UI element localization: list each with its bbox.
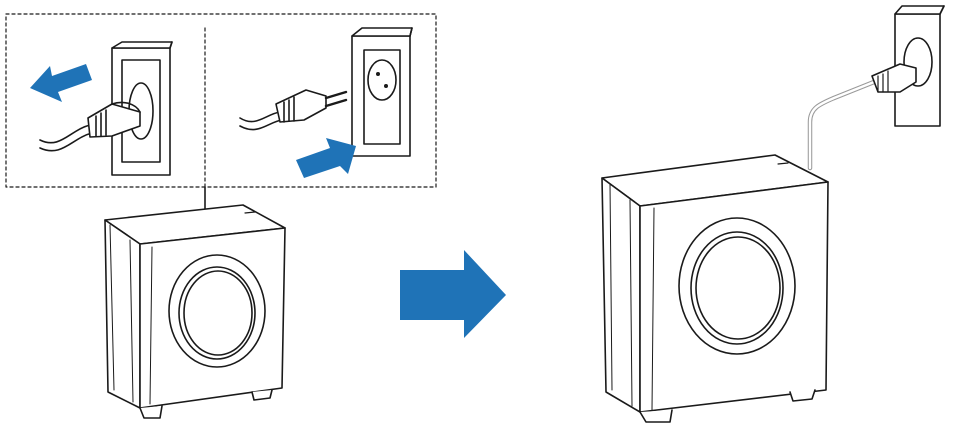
subwoofer-right bbox=[601, 5, 945, 423]
panel-plug-in bbox=[239, 27, 413, 178]
panel-unplug bbox=[30, 41, 173, 176]
power-cable bbox=[807, 63, 917, 171]
plug-icon bbox=[39, 101, 141, 152]
callout-border bbox=[5, 13, 437, 188]
plug-icon bbox=[239, 89, 348, 131]
speaker-driver-icon bbox=[168, 254, 266, 368]
arrow-right-icon bbox=[296, 138, 356, 178]
arrow-right-icon bbox=[400, 250, 506, 338]
arrow-left-icon bbox=[30, 64, 92, 102]
wall-socket-icon bbox=[351, 27, 413, 157]
speaker-driver-icon bbox=[678, 217, 796, 355]
subwoofer-left bbox=[104, 204, 286, 419]
